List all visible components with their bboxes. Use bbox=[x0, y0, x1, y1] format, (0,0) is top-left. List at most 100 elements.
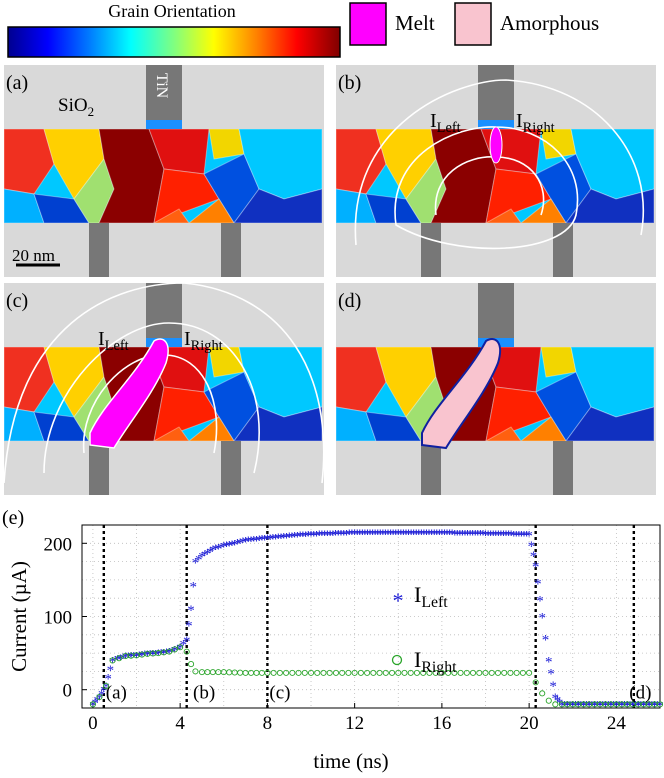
data-point: * bbox=[469, 528, 477, 544]
data-point: * bbox=[231, 537, 239, 553]
top-electrode bbox=[146, 65, 182, 125]
data-point: * bbox=[405, 527, 413, 543]
melt-label: Melt bbox=[395, 11, 435, 35]
data-point bbox=[539, 690, 546, 697]
grain bbox=[565, 188, 654, 223]
data-point: * bbox=[518, 528, 526, 544]
data-point: * bbox=[505, 528, 513, 544]
grid bbox=[82, 525, 661, 708]
grain bbox=[365, 411, 422, 441]
amorphous-swatch bbox=[454, 2, 492, 46]
x-tick-label: 0 bbox=[88, 713, 98, 734]
data-point: * bbox=[138, 649, 146, 665]
grain bbox=[98, 129, 165, 223]
current-left-label-main: I bbox=[98, 328, 105, 350]
y-tick-label: 200 bbox=[44, 534, 73, 555]
top-electrode bbox=[478, 65, 514, 125]
data-point bbox=[364, 669, 371, 676]
current-left-label: ILeft bbox=[98, 328, 129, 354]
data-point bbox=[301, 669, 308, 676]
data-point bbox=[420, 669, 427, 676]
data-point: * bbox=[497, 528, 505, 544]
x-tick-label: 16 bbox=[432, 713, 451, 734]
data-point: * bbox=[192, 556, 200, 572]
data-point bbox=[183, 648, 190, 655]
data-point: * bbox=[307, 529, 315, 545]
data-point: * bbox=[377, 527, 385, 543]
data-point: * bbox=[451, 527, 459, 543]
data-point bbox=[109, 657, 116, 664]
data-point: * bbox=[275, 531, 283, 547]
contour-line bbox=[3, 282, 325, 484]
data-point bbox=[177, 644, 184, 651]
data-point: * bbox=[366, 527, 374, 543]
data-point: * bbox=[525, 529, 533, 545]
data-point: * bbox=[353, 527, 361, 543]
data-point: * bbox=[420, 527, 428, 543]
data-point: * bbox=[656, 698, 664, 714]
data-point: * bbox=[561, 698, 569, 714]
data-point: * bbox=[626, 698, 634, 714]
data-point: * bbox=[155, 647, 163, 663]
bottom-oxide-step bbox=[109, 441, 221, 451]
data-point: * bbox=[596, 698, 604, 714]
data-point: * bbox=[629, 698, 637, 714]
contour-line bbox=[354, 79, 645, 246]
data-point: * bbox=[542, 632, 550, 648]
legend-label-right: IRight bbox=[414, 647, 457, 676]
x-tick-label: 8 bbox=[263, 713, 273, 734]
data-point bbox=[351, 669, 358, 676]
panel-label: (a) bbox=[6, 72, 28, 94]
data-point bbox=[463, 669, 470, 676]
chart-annotation: (a) bbox=[106, 682, 127, 703]
data-point: * bbox=[487, 528, 495, 544]
data-point: * bbox=[477, 528, 485, 544]
data-point: * bbox=[507, 528, 515, 544]
data-point: * bbox=[569, 698, 577, 714]
grain bbox=[4, 406, 45, 441]
data-point: * bbox=[515, 528, 523, 544]
data-point: * bbox=[610, 698, 618, 714]
grain-map bbox=[4, 129, 322, 223]
data-point: * bbox=[89, 698, 97, 714]
current-right-label: IRight bbox=[184, 328, 223, 354]
data-point: * bbox=[382, 527, 390, 543]
data-point bbox=[314, 669, 321, 676]
data-point: * bbox=[359, 527, 367, 543]
grain bbox=[520, 416, 567, 441]
data-point: * bbox=[332, 528, 340, 544]
data-point bbox=[320, 669, 327, 676]
top-electrode bbox=[146, 283, 182, 343]
x-axis-label: time (ns) bbox=[313, 749, 388, 773]
data-point: * bbox=[500, 528, 508, 544]
data-point: * bbox=[389, 527, 397, 543]
data-point bbox=[469, 669, 477, 676]
data-point: * bbox=[523, 528, 531, 544]
data-point: * bbox=[441, 527, 449, 543]
data-point: * bbox=[255, 533, 263, 549]
data-point bbox=[526, 669, 533, 676]
data-point: * bbox=[618, 698, 626, 714]
data-point bbox=[264, 669, 271, 676]
data-point: * bbox=[648, 698, 656, 714]
data-point: * bbox=[176, 641, 184, 657]
data-point: * bbox=[471, 528, 479, 544]
data-point: * bbox=[425, 527, 433, 543]
current-right-label-sub: Right bbox=[523, 120, 555, 136]
bottom-electrode-left bbox=[421, 441, 441, 495]
data-point: * bbox=[379, 527, 387, 543]
data-point: * bbox=[247, 534, 255, 550]
data-point: * bbox=[361, 527, 369, 543]
data-point: * bbox=[564, 698, 572, 714]
data-point bbox=[656, 701, 664, 708]
data-point: * bbox=[513, 528, 521, 544]
data-point bbox=[192, 668, 199, 675]
grain bbox=[565, 406, 654, 441]
data-point: * bbox=[654, 698, 662, 714]
data-point: * bbox=[400, 527, 408, 543]
grain bbox=[336, 129, 387, 195]
data-point: * bbox=[212, 542, 220, 558]
data-point: * bbox=[572, 698, 580, 714]
